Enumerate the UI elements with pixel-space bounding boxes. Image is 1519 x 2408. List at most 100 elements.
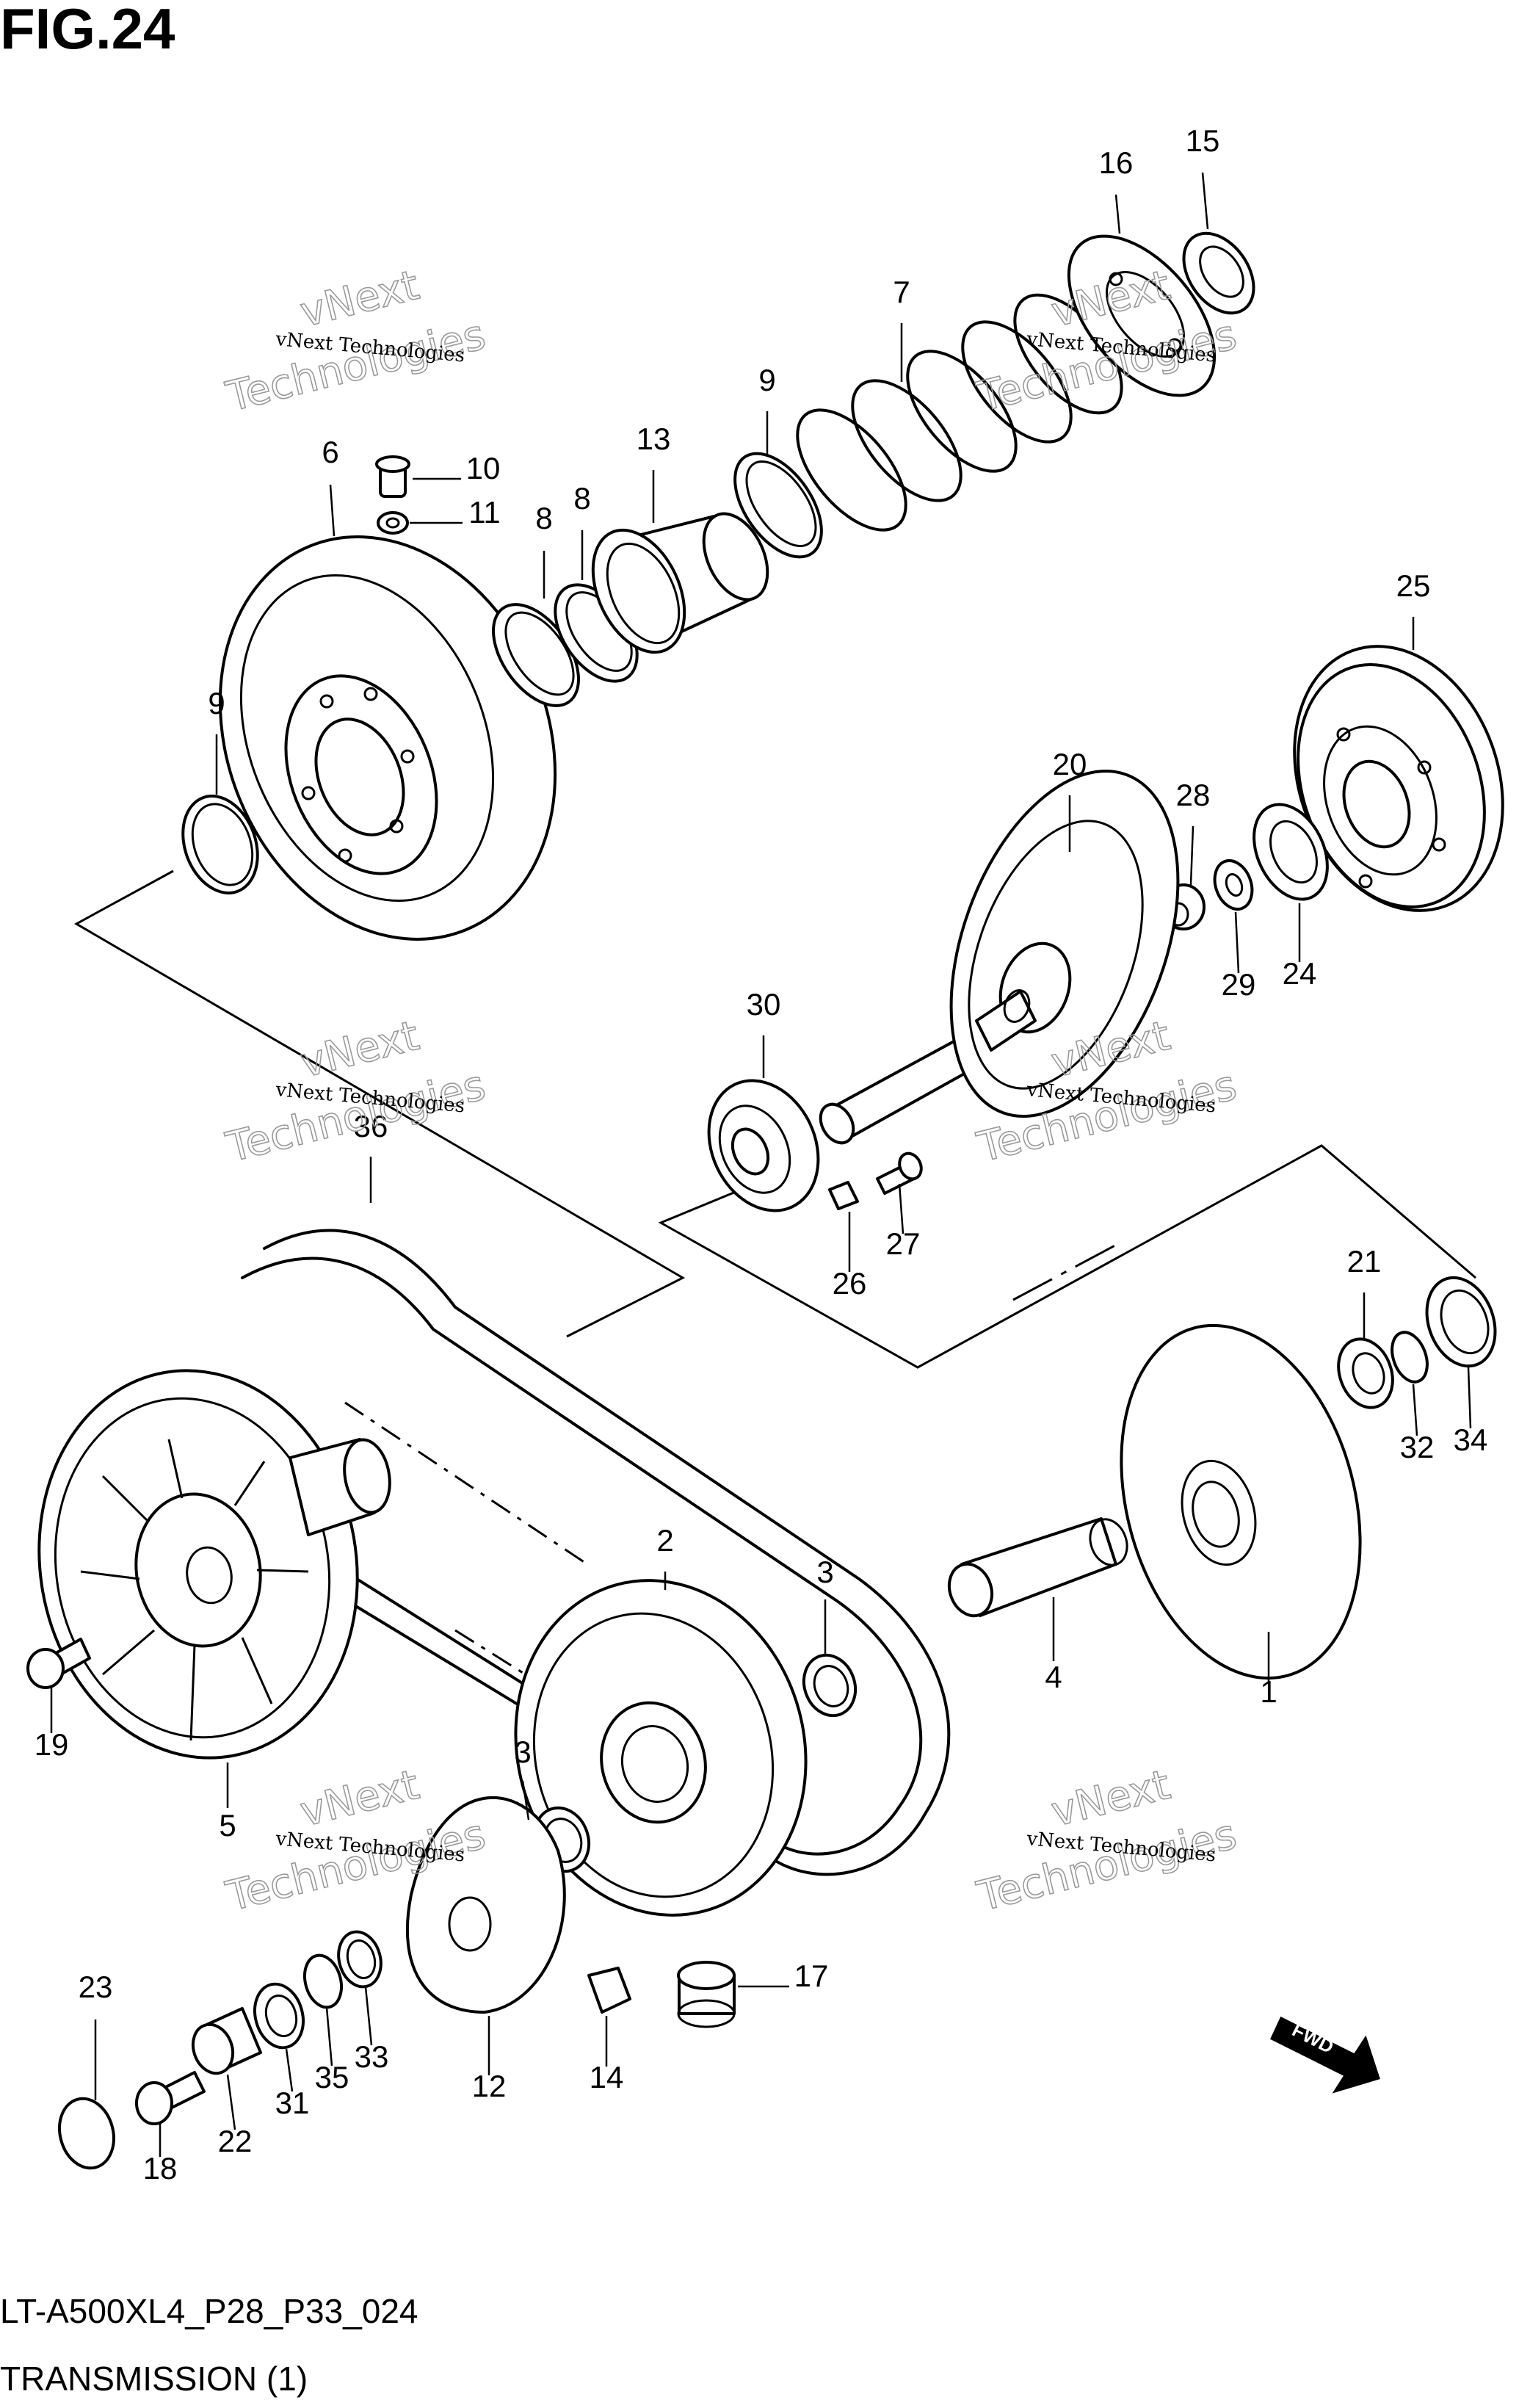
part-3-roller-a (802, 1653, 858, 1718)
callout-leader-3 (521, 1780, 530, 1821)
callout-28: 28 (1176, 778, 1211, 812)
watermark-vnext: vNext (1047, 1761, 1175, 1837)
fwd-arrow-icon: FWD (1270, 2016, 1380, 2094)
part-15-nut (1182, 231, 1255, 315)
callout-3: 3 (816, 1555, 833, 1589)
callout-18: 18 (143, 2151, 178, 2185)
callout-32: 32 (1400, 1430, 1435, 1464)
watermark-vnext: vNext (296, 1012, 424, 1088)
watermark-technologies: Technologies (973, 1810, 1241, 1920)
callout-33: 33 (355, 2039, 389, 2074)
callout-labels: 1233456788991011121314151617181920212223… (35, 123, 1488, 2185)
part-24-roller-bearing (1252, 803, 1329, 901)
callout-leader-6 (329, 484, 336, 537)
callout-12: 12 (472, 2069, 507, 2103)
callout-15: 15 (1186, 123, 1220, 158)
callout-29: 29 (1222, 967, 1256, 1002)
part-14-slider (587, 1967, 631, 2014)
part-32-ring (1391, 1331, 1429, 1384)
part-18-bolt (135, 2071, 206, 2125)
part-35-ring (303, 1953, 343, 2009)
part-4-sleeve (947, 1517, 1128, 1618)
callout-16: 16 (1099, 145, 1134, 180)
callout-2: 2 (656, 1523, 673, 1558)
part-26-clip (828, 1181, 859, 1210)
assembly-outline-upper (73, 869, 686, 1338)
callout-14: 14 (590, 2060, 624, 2094)
part-13-collar (591, 512, 769, 654)
part-11-nut (377, 511, 409, 535)
callout-26: 26 (833, 1266, 867, 1301)
callout-21: 21 (1347, 1244, 1382, 1279)
watermark-technologies: Technologies (222, 311, 490, 421)
part-9-ring-left (181, 795, 259, 894)
callout-24: 24 (1283, 956, 1317, 991)
part-22-bushing (191, 2007, 262, 2075)
callout-4: 4 (1045, 1660, 1062, 1694)
watermark-vnext: vNext (296, 261, 424, 337)
part-19-bolt (26, 1638, 91, 1689)
callout-27: 27 (886, 1226, 921, 1261)
callout-leader-16 (1114, 194, 1121, 234)
callout-leader-34 (1467, 1367, 1472, 1429)
callout-10: 10 (466, 451, 501, 485)
callout-23: 23 (79, 1970, 113, 2004)
diagram-title: TRANSMISSION (1) (0, 2360, 308, 2398)
callout-leader-35 (325, 2007, 333, 2067)
part-31-seal (253, 1982, 305, 2050)
callout-31: 31 (275, 2086, 310, 2120)
part-16-spring-seat (1067, 234, 1217, 397)
part-20-driven-shaft (819, 769, 1180, 1145)
callout-6: 6 (322, 435, 338, 469)
part-29-washer (1213, 859, 1254, 911)
callout-34: 34 (1454, 1422, 1488, 1457)
diagram-code: LT-A500XL4_P28_P33_024 (0, 2292, 418, 2330)
callout-leader-33 (364, 1986, 373, 2046)
callout-35: 35 (315, 2060, 349, 2094)
watermark-technologies: Technologies (222, 1061, 490, 1171)
part-17-bushing (677, 1961, 736, 2028)
assembly-outline-lower (658, 1144, 1476, 1369)
callout-36: 36 (354, 1109, 388, 1143)
callout-20: 20 (1053, 747, 1087, 781)
callout-9: 9 (758, 363, 775, 397)
callout-25: 25 (1396, 568, 1431, 603)
part-33-ring (337, 1930, 383, 1989)
part-25-one-way-clutch-housing (1293, 645, 1504, 912)
part-23-cap (58, 2097, 115, 2170)
part-1-movable-drive-face (1120, 1323, 1362, 1680)
callout-leader-31 (285, 2048, 294, 2092)
callout-8: 8 (573, 481, 590, 516)
callout-7: 7 (893, 275, 910, 309)
part-34-oil-seal (1425, 1276, 1497, 1368)
watermark-vnext: vNext (296, 1761, 424, 1837)
callout-1: 1 (1260, 1674, 1277, 1709)
callout-17: 17 (794, 1959, 829, 1993)
part-27-screw (876, 1151, 923, 1195)
callout-3: 3 (514, 1735, 531, 1769)
part-10-pin (375, 455, 410, 498)
callout-leader-29 (1234, 911, 1240, 974)
callout-8: 8 (535, 501, 552, 535)
part-6-drive-face (218, 535, 557, 941)
callout-9: 9 (208, 686, 225, 720)
part-30-ball-bearing (707, 1079, 820, 1212)
callout-11: 11 (468, 495, 501, 529)
callout-19: 19 (35, 1727, 69, 1762)
part-9-ring-upper (733, 452, 823, 559)
callout-30: 30 (747, 987, 781, 1022)
part-12-ramp-plate (405, 1796, 566, 2014)
part-21-bearing (1337, 1337, 1394, 1409)
callout-leader-28 (1189, 825, 1194, 886)
part-5-driven-pulley (37, 1369, 391, 1760)
figure-title: FIG.24 (0, 0, 175, 61)
callout-leader-32 (1412, 1384, 1418, 1436)
callout-leader-22 (226, 2074, 236, 2130)
callout-leader-27 (898, 1183, 904, 1234)
callout-leaders (50, 172, 1472, 2157)
